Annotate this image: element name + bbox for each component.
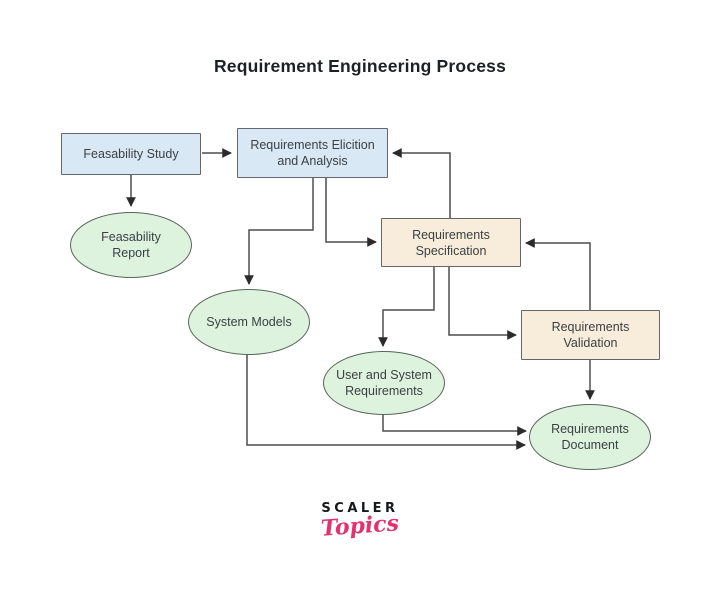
node-user-system-requirements: User and System Requirements [323, 351, 445, 415]
arrow-user-system-requirements-to-document [382, 415, 527, 436]
node-label: Requirements [412, 227, 490, 242]
arrow-elicitation-to-specification [325, 178, 377, 247]
node-label: Report [112, 246, 150, 260]
arrow-system-models-to-document [246, 355, 526, 450]
node-label: Requirements [551, 422, 629, 436]
arrow-elicitation-to-system-models [244, 178, 314, 285]
arrow-specification-to-user-system-requirements [378, 267, 435, 347]
page-title: Requirement Engineering Process [213, 56, 507, 76]
node-requirements-specification: Requirements Specification [381, 218, 521, 267]
node-label: System Models [206, 315, 292, 329]
node-label: Validation [563, 336, 618, 350]
node-label: Requirements [551, 320, 630, 334]
node-label: Document [561, 438, 619, 452]
node-label: User and System [336, 368, 432, 382]
logo-wordmark-scaler: SCALER [321, 501, 399, 516]
node-label: and Analysis [277, 154, 348, 168]
node-label: Feasability Study [83, 147, 179, 161]
node-system-models: System Models [188, 289, 310, 355]
node-requirements-document: Requirements Document [529, 404, 651, 470]
node-label: Requirements [345, 384, 423, 398]
node-label: Specification [415, 243, 487, 258]
node-feasability-study: Feasability Study [61, 133, 201, 175]
arrow-specification-to-elicitation [392, 148, 451, 218]
arrow-specification-to-validation [448, 267, 517, 340]
arrow-validation-to-specification [525, 238, 591, 310]
node-label: Feasability [101, 230, 161, 244]
scaler-topics-logo: SCALER Topics [0, 501, 720, 542]
node-feasability-report: Feasability Report [70, 212, 192, 278]
node-requirements-elicitation: Requirements Elicition and Analysis [237, 128, 388, 178]
node-label: Requirements Elicition [250, 138, 375, 152]
node-requirements-validation: Requirements Validation [521, 310, 660, 360]
